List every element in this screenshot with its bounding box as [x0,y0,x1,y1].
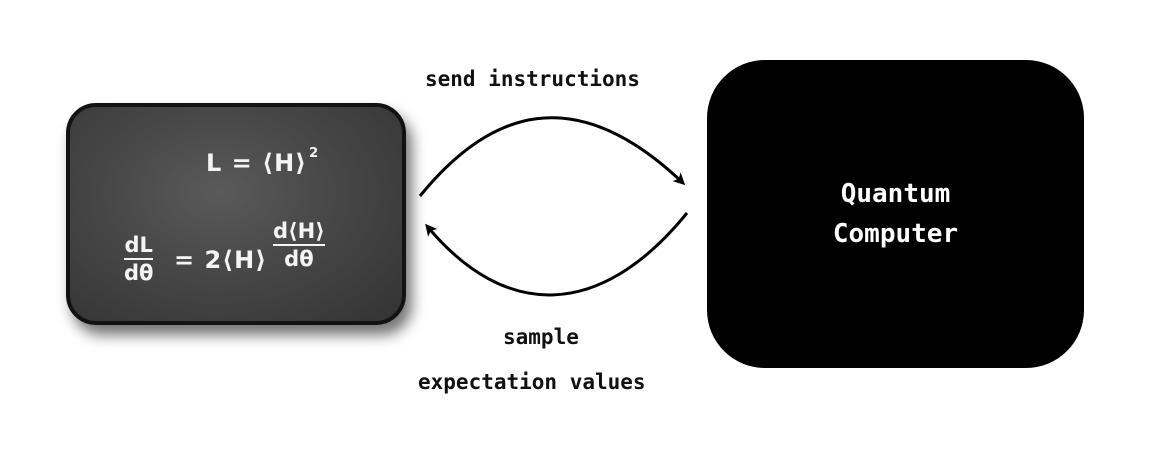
gradient-lhs-fraction: dL dθ [124,233,154,285]
gradient-equation-middle: = 2⟨H⟩ [174,246,268,274]
sample-expectation-arrow [425,212,689,297]
send-instructions-label: send instructions [425,67,640,91]
quantum-computer-title-line-2: Computer [832,219,959,249]
chalkboard: L = ⟨H⟩2 dL dθ = 2⟨H⟩ d⟨H⟩ dθ [66,103,406,325]
loss-equation-exponent: 2 [309,146,320,161]
quantum-computer-box: Quantum Computer [707,60,1084,368]
fraction-bar [124,258,154,260]
loss-equation-lhs: L = ⟨H⟩ [206,149,308,177]
gradient-rhs-denominator: dθ [284,247,314,271]
gradient-lhs-numerator: dL [124,233,153,257]
send-instructions-arrow [418,116,686,197]
expectation-values-label: expectation values [418,370,646,394]
sample-label: sample [503,325,579,349]
gradient-rhs-numerator: d⟨H⟩ [273,219,325,243]
gradient-rhs-fraction: d⟨H⟩ dθ [273,219,325,271]
fraction-bar [273,244,325,246]
gradient-lhs-denominator: dθ [124,261,154,285]
loss-equation: L = ⟨H⟩2 [206,146,320,177]
quantum-computer-title-line-1: Quantum [840,179,951,209]
